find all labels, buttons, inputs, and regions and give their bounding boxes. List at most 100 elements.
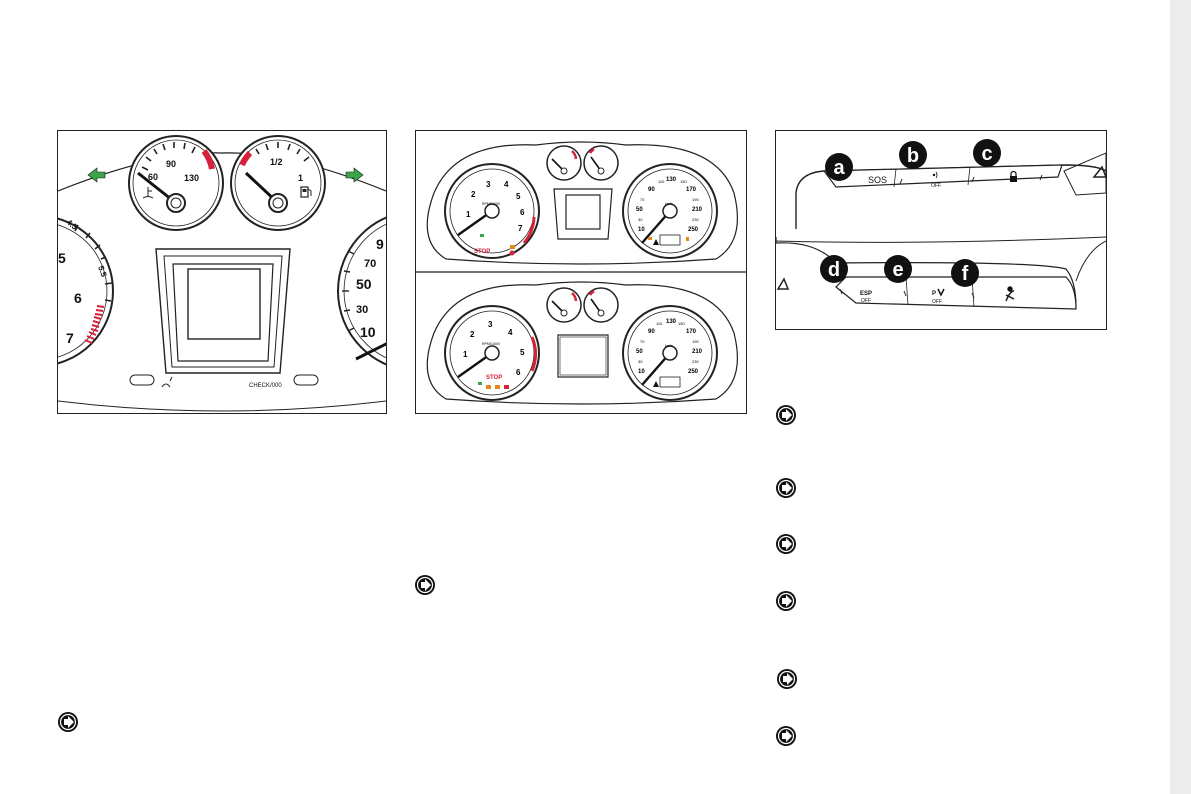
hazard-triangle-icon: [1092, 165, 1106, 178]
speed-top-110: 110: [658, 179, 665, 184]
tach-top-3: 3: [486, 180, 491, 189]
speed-bottom-130: 130: [666, 319, 677, 325]
engine-warning-icon: [486, 385, 491, 389]
park-label: P: [932, 291, 936, 297]
lock-icon: [1010, 170, 1017, 182]
fuel-label-half: 1/2: [270, 157, 283, 167]
tach-top-4: 4: [504, 180, 509, 189]
badge-c: c: [973, 139, 1001, 167]
fuel-pump-icon: [300, 186, 312, 198]
badge-a: a: [825, 153, 853, 181]
tach-top-6: 6: [520, 208, 525, 217]
tach-top-2: 2: [471, 190, 476, 199]
tach-bottom-unit: RPMX1000: [482, 342, 500, 346]
warning-triangle-icon: [653, 381, 659, 387]
sos-button-label: SOS: [868, 175, 887, 185]
arrow-bullet-icon: [775, 533, 797, 555]
tach-top-1: 1: [466, 210, 471, 219]
tach-label-7: 7: [66, 330, 74, 346]
speed-bottom-210: 210: [692, 349, 703, 355]
badge-b: b: [899, 141, 927, 169]
speed-bottom-110: 110: [656, 321, 663, 326]
page-side-strip: [1170, 0, 1191, 794]
speed-bottom-50: 50: [636, 349, 643, 355]
speed-bottom-150: 150: [678, 321, 685, 326]
fuel-label-full: 1: [298, 173, 303, 183]
tach-top-7: 7: [518, 224, 523, 233]
trip-reset-icon: [161, 376, 173, 388]
speed-top-unit: km/h: [665, 202, 673, 206]
park-sensor-icon: [937, 288, 945, 297]
speedometer-partial: 9 70 50 30 10: [337, 216, 386, 366]
tach-bottom-3: 3: [488, 320, 493, 329]
hazard-triangle-icon: [776, 277, 790, 290]
speed-label-9: 9: [376, 236, 384, 252]
speed-bottom-230: 230: [692, 359, 699, 364]
arrow-bullet-icon: [57, 711, 79, 733]
tach-bottom-2: 2: [470, 330, 475, 339]
check-button: [293, 374, 319, 386]
coolant-temp-icon: [142, 187, 154, 199]
speed-bottom-190: 190: [692, 339, 699, 344]
arrow-bullet-icon: [775, 590, 797, 612]
tach-bottom-6: 6: [516, 368, 521, 377]
warning-triangle-icon: [653, 239, 659, 245]
svg-text:c: c: [981, 143, 992, 165]
battery-warning-icon: [504, 385, 509, 389]
speed-top-190: 190: [692, 197, 699, 202]
battery-warning-icon: [509, 250, 515, 256]
check-label: CHECK/000: [249, 383, 282, 389]
arrow-bullet-icon: [775, 404, 797, 426]
turn-left-icon: [87, 167, 106, 183]
speed-top-150: 150: [680, 179, 687, 184]
badge-f: f: [951, 259, 979, 287]
svg-text:b: b: [907, 145, 919, 167]
arrow-bullet-icon: [775, 725, 797, 747]
speed-bottom-250: 250: [688, 369, 699, 375]
trip-button: [129, 374, 155, 386]
oil-icon: [648, 237, 652, 240]
tach-bottom-5: 5: [520, 348, 525, 357]
speed-label-30: 30: [356, 304, 368, 316]
svg-text:a: a: [833, 157, 845, 179]
speed-bottom-170: 170: [686, 329, 697, 335]
speed-top-250: 250: [688, 227, 699, 233]
speed-bottom-70: 70: [640, 339, 645, 344]
speed-top-170: 170: [686, 187, 697, 193]
badge-e: e: [884, 255, 912, 283]
tach-label-5-5: 5.5: [96, 265, 108, 279]
tach-bottom-1: 1: [463, 350, 468, 359]
speed-top-210: 210: [692, 207, 703, 213]
speed-bottom-unit: km/h: [665, 344, 673, 348]
speed-bottom-30: 30: [638, 359, 643, 364]
tachometer-partial: 4.5 5 5.5 6 7: [58, 218, 114, 365]
speed-label-50: 50: [356, 276, 372, 292]
coolant-temperature-gauge: 60 90 130: [128, 135, 224, 231]
speed-label-10: 10: [360, 324, 376, 340]
light-indicator-icon: [478, 382, 482, 385]
engine-warning-icon: [510, 245, 515, 249]
svg-text:e: e: [892, 259, 903, 281]
tach-top-5: 5: [516, 192, 521, 201]
seatbelt-indicator-icon: [686, 237, 689, 241]
fuel-gauge: 1/2 1: [230, 135, 326, 231]
speed-bottom-10: 10: [638, 369, 645, 375]
arrow-bullet-icon: [776, 668, 798, 690]
tach-top-unit: RPMX1000: [482, 202, 500, 206]
speed-top-130: 130: [666, 177, 677, 183]
esp-off-label: OFF: [861, 298, 871, 304]
tach-bottom-4: 4: [508, 328, 513, 337]
tach-label-4-5: 4.5: [65, 218, 80, 232]
odometer-display-bottom: [659, 376, 681, 388]
turn-right-icon: [345, 167, 364, 183]
esp-label: ESP: [860, 291, 872, 297]
arrow-bullet-icon: [414, 574, 436, 596]
speed-top-30: 30: [638, 217, 643, 222]
stop-label-top: STOP: [474, 249, 490, 255]
temp-label-60: 60: [148, 172, 158, 182]
light-indicator-icon: [480, 234, 484, 237]
stop-label-bottom: STOP: [486, 375, 502, 381]
speed-top-70: 70: [640, 197, 645, 202]
tach-label-5: 5: [58, 250, 66, 266]
signal-icon: [932, 171, 938, 179]
